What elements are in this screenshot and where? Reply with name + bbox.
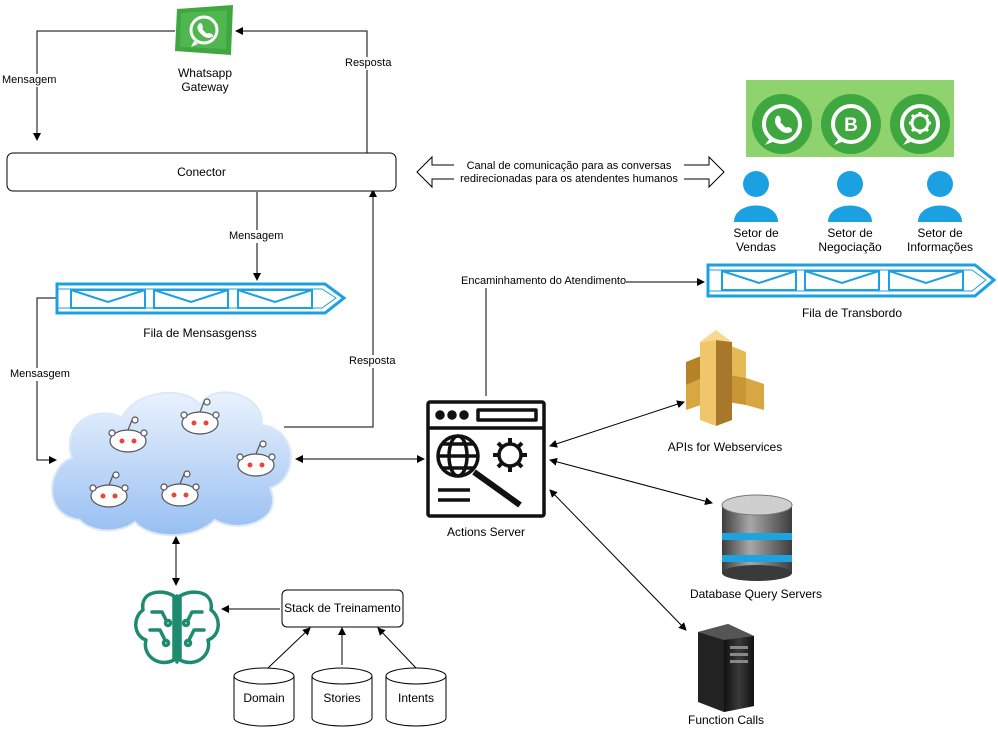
conector-label: Conector [177, 165, 226, 179]
stories-label: Stories [323, 691, 361, 705]
edge-resposta-bots-conector [284, 189, 377, 428]
server-tower-icon [698, 624, 754, 712]
edge-encaminhamento [485, 278, 705, 396]
edge-label-resposta-mid: Resposta [349, 355, 396, 368]
stack-box [281, 589, 404, 628]
edge-label-mensagem-top: Mensagem [2, 74, 57, 87]
cloud-bots-icon [51, 391, 292, 537]
actions-server-label: Actions Server [446, 525, 526, 539]
setor-informacoes-label: Setor de Informações [906, 226, 974, 254]
function-calls-label: Function Calls [687, 713, 765, 727]
whatsapp-panel: B [746, 80, 954, 157]
edge-domain-stack [267, 627, 311, 669]
whatsapp-settings-icon [890, 94, 950, 154]
domain-label: Domain [243, 691, 285, 705]
whatsapp-icon [175, 5, 233, 55]
person-icon [828, 171, 872, 222]
domain-cylinder [233, 667, 295, 727]
setor-negociacao-label: Setor de Negociação [818, 226, 882, 254]
fila-mensagens-label: Fila de Mensasgenss [143, 326, 257, 340]
queue-icon [55, 282, 347, 315]
database-label: Database Query Servers [689, 587, 823, 601]
whatsapp-icon [752, 94, 812, 154]
person-icons [734, 171, 962, 222]
person-icon [918, 171, 962, 222]
edge-intents-stack [377, 627, 417, 669]
edge-label-resposta-top: Resposta [345, 57, 392, 70]
svg-text:B: B [844, 115, 858, 136]
whatsapp-gateway-label: Whatsapp Gateway [177, 66, 233, 94]
cylinders [233, 667, 447, 727]
edge-label-canal: Canal de comunicação para as conversas r… [454, 160, 684, 186]
conector-box [6, 152, 397, 192]
intents-cylinder [385, 667, 447, 727]
web-server-icon [426, 400, 546, 518]
whatsapp-business-icon: B [821, 94, 881, 154]
edge-actions-database [549, 457, 713, 506]
fila-transbordo-label: Fila de Transbordo [801, 306, 903, 320]
edge-label-mensasgem-left: Mensasgem [10, 368, 70, 381]
brain-ai-icon [134, 590, 220, 665]
apis-label: APIs for Webservices [667, 440, 783, 454]
stories-cylinder [311, 667, 373, 727]
edge-actions-apis [549, 400, 685, 448]
edge-resposta-conector-gateway [235, 27, 368, 153]
person-icon [734, 171, 778, 222]
setor-vendas-label: Setor de Vendas [733, 226, 779, 254]
intents-label: Intents [397, 691, 435, 705]
stack-label: Stack de Treinamento [284, 601, 401, 615]
edge-label-encaminhamento: Encaminhamento do Atendimento [461, 275, 627, 288]
queue-icon [706, 263, 997, 298]
edge-actions-functions [549, 489, 687, 631]
edges [33, 27, 713, 669]
edge-label-mensagem-mid: Mensagem [229, 230, 284, 243]
database-icon [721, 494, 793, 581]
edge-mensagem-gateway-conector [33, 30, 175, 141]
api-icon [686, 330, 764, 426]
